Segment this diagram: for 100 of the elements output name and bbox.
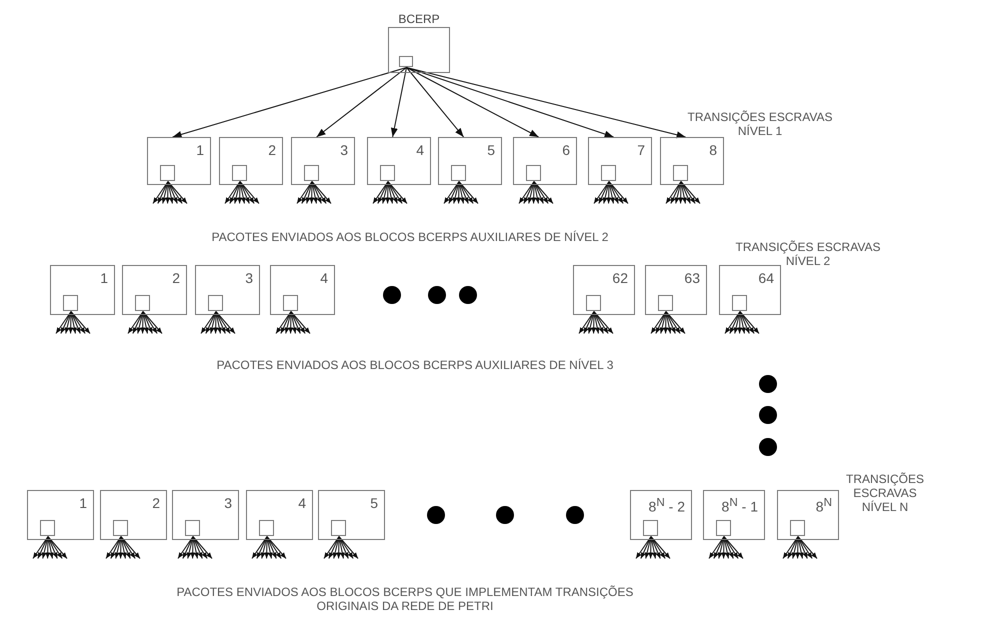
arrow — [740, 311, 755, 334]
arrow — [518, 181, 534, 204]
block-number: 4 — [320, 270, 328, 286]
arrow — [264, 536, 270, 559]
caption-text: PACOTES ENVIADOS AOS BLOCOS BCERPS AUXILIARES DE NÍVEL 3 — [216, 358, 614, 372]
arrow — [42, 536, 48, 559]
port-square — [716, 520, 731, 536]
arrow — [594, 181, 610, 204]
arrow — [406, 67, 686, 138]
port-square — [135, 295, 150, 311]
arrow — [240, 181, 255, 204]
arrow — [266, 536, 273, 559]
arrow — [266, 536, 286, 559]
arrow — [210, 311, 216, 334]
port-square — [732, 295, 747, 311]
arrow — [229, 181, 240, 204]
port-square — [790, 520, 805, 536]
arrow — [798, 536, 808, 559]
arrow — [240, 181, 260, 204]
port-square — [331, 520, 346, 536]
arrow — [186, 536, 194, 559]
block-number: 1 — [79, 495, 87, 511]
arrow — [120, 536, 131, 559]
arrow — [165, 181, 170, 204]
arrow — [316, 67, 407, 138]
arrow — [290, 311, 297, 334]
arrow — [309, 181, 314, 204]
block-box — [573, 265, 635, 315]
arrow — [452, 181, 460, 204]
arrow — [338, 536, 358, 559]
arrow — [168, 181, 183, 204]
arrow — [680, 181, 691, 204]
arrow — [523, 181, 534, 204]
arrow — [388, 181, 408, 204]
arrow — [531, 181, 536, 204]
arrow — [290, 311, 306, 334]
arrow — [216, 311, 226, 334]
block-box — [100, 490, 167, 540]
block-box — [367, 137, 431, 185]
arrow — [192, 536, 212, 559]
arrow — [594, 311, 600, 334]
arrow — [336, 536, 342, 559]
arrow — [284, 311, 292, 334]
arrow — [578, 311, 594, 334]
arrow — [224, 181, 240, 204]
arrow — [216, 311, 231, 334]
block-box — [27, 490, 94, 540]
port-square — [304, 165, 319, 181]
block-box — [195, 265, 260, 315]
block-number: 3 — [224, 495, 232, 511]
block-number: 8$^{N}$ - 2 — [648, 495, 685, 515]
block-box — [513, 137, 577, 185]
arrow — [608, 181, 619, 204]
block-box — [147, 137, 211, 185]
block-title: BCERP — [398, 12, 440, 26]
block-number: 8$^{N}$ — [816, 495, 832, 515]
port-square — [259, 520, 274, 536]
arrow — [312, 181, 332, 204]
port-square — [63, 295, 78, 311]
arrow — [192, 536, 199, 559]
port-square — [643, 520, 658, 536]
arrow — [237, 181, 242, 204]
arrow — [296, 181, 312, 204]
arrow — [583, 311, 594, 334]
arrow — [406, 67, 464, 138]
arrow — [798, 536, 818, 559]
arrow — [534, 181, 544, 204]
arrow — [660, 311, 666, 334]
block-number: 64 — [758, 270, 774, 286]
arrow — [388, 181, 394, 204]
arrow — [37, 536, 48, 559]
block-number: 8 — [709, 142, 717, 158]
arrow — [260, 536, 268, 559]
block-number: 2 — [268, 142, 276, 158]
arrow — [390, 67, 407, 138]
arrow — [192, 536, 203, 559]
arrow — [534, 181, 540, 204]
block-box — [438, 137, 502, 185]
block-box — [172, 490, 239, 540]
arrow — [594, 311, 609, 334]
block-number: 2 — [152, 495, 160, 511]
block-box — [270, 265, 335, 315]
arrow — [190, 536, 196, 559]
block-number: 62 — [612, 270, 628, 286]
arrow — [644, 536, 652, 559]
arrow — [48, 536, 58, 559]
arrow — [213, 311, 218, 334]
arrow — [70, 311, 81, 334]
arrow — [70, 311, 90, 334]
arrow — [168, 181, 178, 204]
block-number: 2 — [172, 270, 180, 286]
arrow — [608, 181, 628, 204]
arrow — [48, 536, 68, 559]
arrow — [136, 311, 144, 334]
arrow — [152, 181, 168, 204]
block-number: 1 — [196, 142, 204, 158]
arrow — [680, 181, 700, 204]
block-box — [50, 265, 115, 315]
arrow — [648, 536, 654, 559]
arrow — [674, 181, 682, 204]
